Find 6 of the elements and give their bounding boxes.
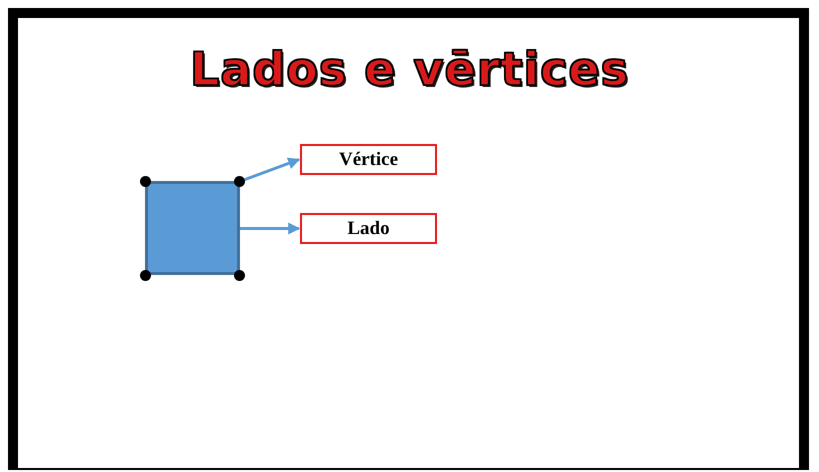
label-box: Vértice <box>300 144 437 175</box>
title: Lados e vērtices <box>189 42 630 96</box>
label-box: Lado <box>300 213 437 244</box>
arrow <box>244 158 300 182</box>
square-shape <box>145 181 240 275</box>
arrow <box>240 222 300 234</box>
